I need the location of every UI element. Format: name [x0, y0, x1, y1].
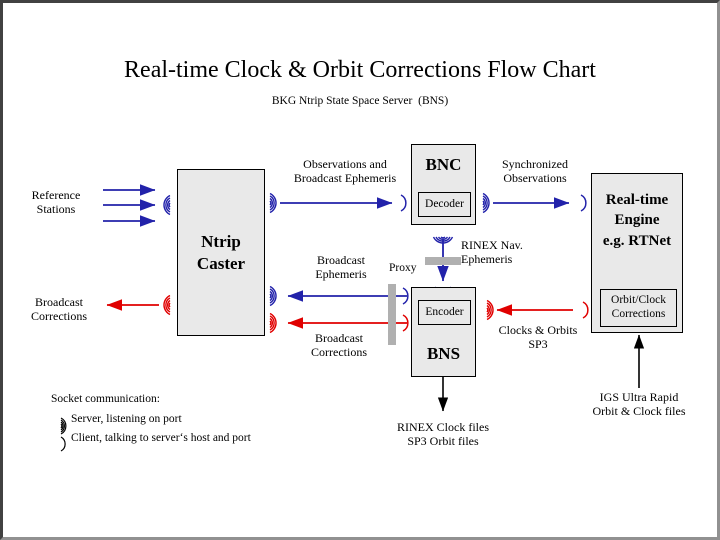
socket-server-icon [482, 192, 490, 214]
proxy-bar-horizontal [425, 257, 461, 265]
legend-server-item: Server, listening on port [71, 413, 182, 426]
socket-server-icon [269, 312, 277, 334]
label-synchronized-observations: Synchronized Observations [502, 157, 568, 186]
diagram-canvas: Real-time Clock & Orbit Corrections Flow… [3, 3, 717, 537]
label-rinex-nav-ephemeris: RINEX Nav. Ephemeris [461, 238, 523, 267]
orbit-clock-line1: Orbit/Clock [611, 294, 666, 307]
page-title: Real-time Clock & Orbit Corrections Flow… [124, 57, 596, 83]
label-igs-ultra-rapid: IGS Ultra Rapid Orbit & Clock files [592, 390, 686, 419]
socket-client-icon [580, 194, 587, 212]
socket-client-icon [402, 314, 409, 332]
connectors-layer [60, 184, 645, 452]
socket-server-icon [269, 285, 277, 307]
label-observations-broadcast-ephemeris: Observations and Broadcast Ephemeris [293, 157, 397, 186]
label-broadcast-corrections-center: Broadcast Corrections [311, 331, 367, 360]
bns-title: BNS [426, 343, 461, 363]
legend: Socket communication: Server, listening … [51, 392, 251, 445]
socket-client-icon [582, 301, 589, 319]
socket-server-icon [486, 299, 494, 321]
node-rt-engine[interactable]: Real-time Engine e.g. RTNet Orbit/Clock … [591, 173, 683, 333]
label-proxy: Proxy [389, 262, 417, 274]
socket-server-icon [269, 192, 277, 214]
bnc-decoder-box[interactable]: Decoder [418, 192, 471, 217]
socket-server-icon [163, 294, 171, 316]
legend-heading: Socket communication: [51, 393, 160, 405]
proxy-bar-vertical [388, 284, 396, 345]
legend-socket-client-icon [60, 436, 66, 452]
legend-socket-server-icon [60, 417, 67, 435]
bns-encoder-box[interactable]: Encoder [418, 300, 471, 325]
label-broadcast-ephemeris: Broadcast Ephemeris [315, 253, 367, 282]
node-bnc[interactable]: BNC Decoder [411, 144, 476, 225]
bnc-title: BNC [425, 155, 462, 174]
socket-client-icon [400, 194, 407, 212]
ntrip-caster-label: Ntrip Caster [196, 232, 246, 273]
node-ntrip-caster[interactable]: Ntrip Caster [177, 169, 265, 336]
socket-server-icon [432, 236, 454, 244]
legend-client-item: Client, talking to server‘s host and por… [71, 431, 251, 444]
socket-server-icon [163, 194, 171, 216]
socket-client-icon [402, 287, 409, 305]
label-reference-stations: Reference Stations [31, 188, 81, 217]
rt-engine-orbit-clock-box[interactable]: Orbit/Clock Corrections [600, 289, 677, 327]
label-broadcast-corrections-left: Broadcast Corrections [31, 295, 87, 324]
node-bns[interactable]: Encoder BNS [411, 287, 476, 377]
arrow-reference-stations [103, 184, 156, 227]
label-clocks-orbits-sp3: Clocks & Orbits SP3 [498, 323, 578, 352]
label-rinex-clock-sp3-files: RINEX Clock files SP3 Orbit files [397, 420, 489, 449]
rt-engine-label: Real-time Engine e.g. RTNet [602, 192, 672, 249]
page-subtitle: BKG Ntrip State Space Server (BNS) [271, 95, 449, 107]
orbit-clock-line2: Corrections [611, 308, 666, 320]
